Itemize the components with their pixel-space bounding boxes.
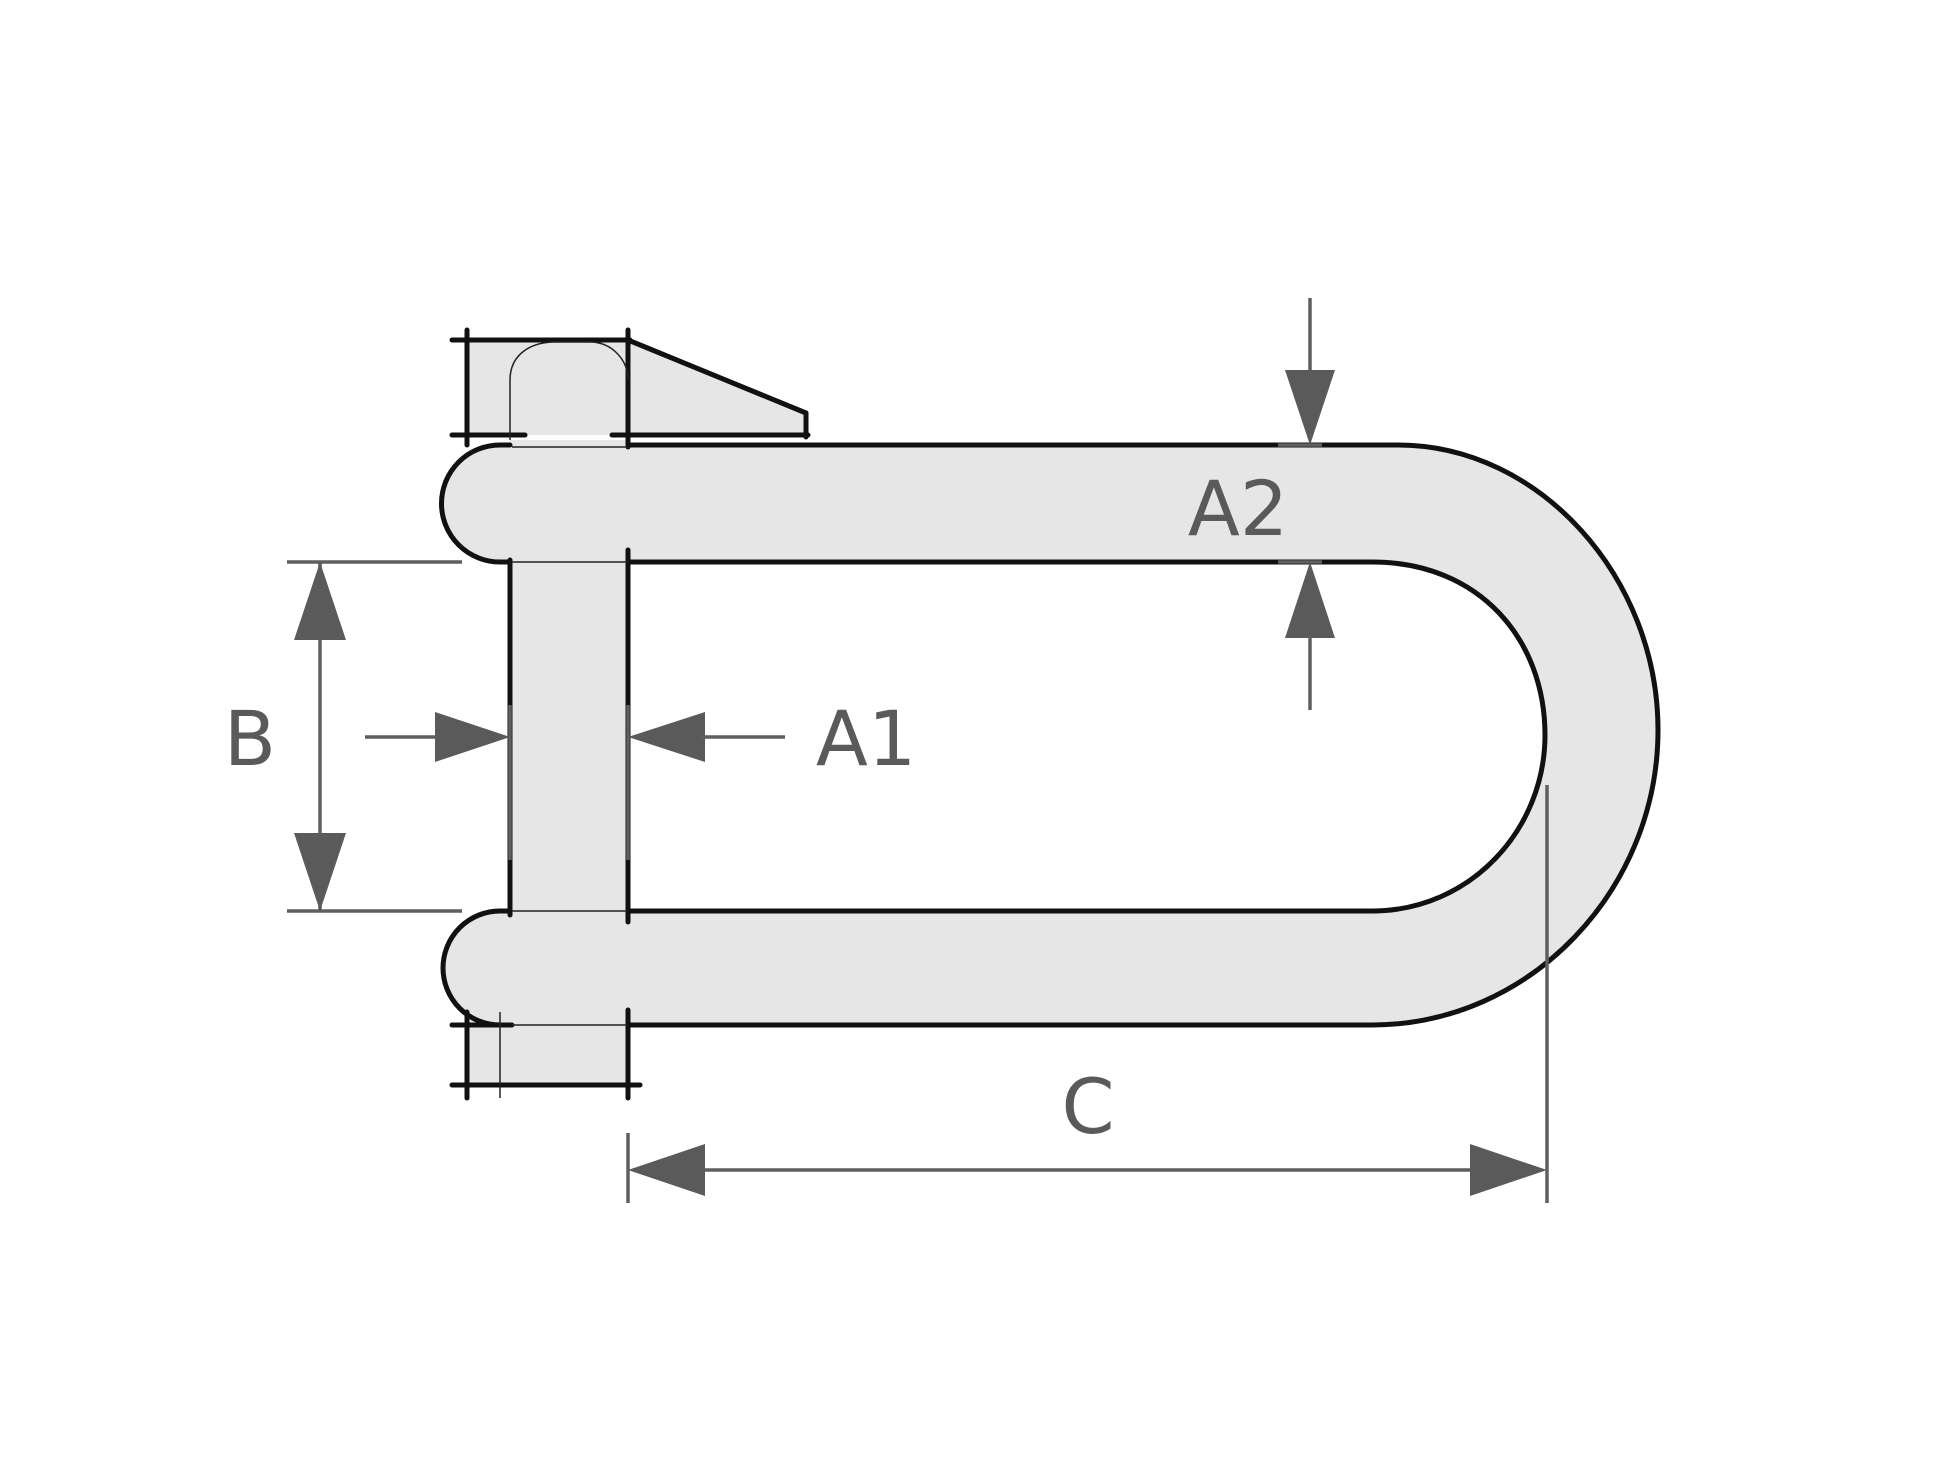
b-label: B [224, 694, 276, 783]
shackle-body [441, 340, 1659, 1085]
c-arrowhead-right [1470, 1144, 1547, 1196]
dimension-b: B [224, 560, 462, 913]
a2-arrowhead-top [1285, 370, 1335, 445]
pin-bottom-fill [467, 1020, 630, 1085]
c-arrowhead-left [628, 1144, 705, 1196]
dimension-a2: A2 [1188, 298, 1335, 710]
a2-label: A2 [1188, 464, 1288, 553]
bow-inner-edge [625, 559, 1548, 914]
c-label: C [1061, 1062, 1114, 1151]
pin-head-slope [625, 337, 809, 416]
bow-outer-top-edge [625, 442, 1661, 1028]
eye-bottom-end [440, 908, 513, 1028]
a1-arrowhead-right [628, 712, 705, 762]
pin-head-dome [509, 341, 629, 440]
a1-arrowhead-left [435, 712, 510, 762]
a2-arrowhead-bottom [1285, 562, 1335, 638]
a1-label: A1 [816, 694, 916, 783]
pin-head-fill [467, 340, 808, 435]
b-arrowhead-bottom [294, 833, 346, 911]
eye-top-end [439, 442, 513, 565]
b-arrowhead-top [294, 562, 346, 640]
dimension-a1: A1 [365, 694, 916, 860]
dimension-c: C [626, 785, 1549, 1203]
